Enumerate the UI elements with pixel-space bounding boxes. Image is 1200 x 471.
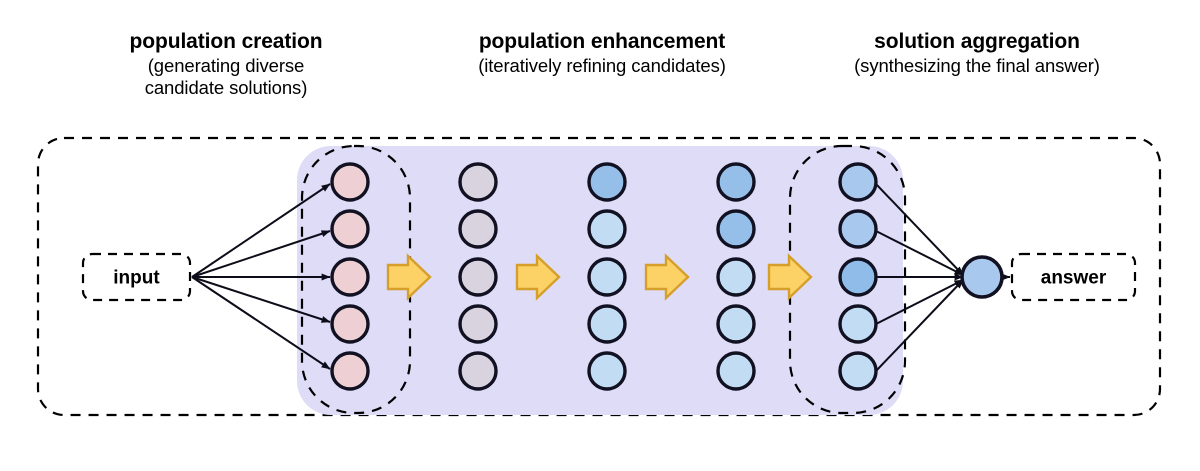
column-refine-2: [587, 162, 627, 391]
stage-subtitle-line2: candidate solutions): [144, 76, 308, 98]
candidate-node[interactable]: [330, 162, 370, 202]
edges-input-to-candidates: [191, 183, 331, 370]
stage-title: population enhancement: [478, 30, 726, 53]
finalist-node[interactable]: [838, 351, 878, 391]
refined-node[interactable]: [458, 304, 498, 344]
finalist-node[interactable]: [838, 304, 878, 344]
input-box-label: input: [113, 268, 160, 289]
aggregate-node[interactable]: [960, 255, 1004, 299]
answer-box-outline: [1010, 252, 1137, 302]
stage-heading-solution-aggregation: solution aggregation (synthesizing the f…: [807, 30, 1147, 77]
refined-node[interactable]: [587, 351, 627, 391]
flow-arrow-3-icon: [644, 253, 690, 301]
candidate-node[interactable]: [330, 209, 370, 249]
stage-subtitle-line1: (generating diverse: [147, 54, 305, 76]
stage-heading-population-enhancement: population enhancement (iteratively refi…: [412, 30, 792, 77]
answer-box-label: answer: [1041, 268, 1107, 289]
candidate-node[interactable]: [330, 304, 370, 344]
column-candidates: [330, 162, 370, 391]
stage-subtitle-line1: (iteratively refining candidates): [478, 54, 726, 76]
refined-node[interactable]: [716, 209, 756, 249]
input-box[interactable]: input: [81, 252, 192, 302]
edges-finalists-to-aggregate: [875, 183, 964, 372]
refined-node[interactable]: [458, 257, 498, 297]
flow-arrow-4-icon: [767, 253, 813, 301]
candidate-node[interactable]: [330, 257, 370, 297]
stage-heading-population-creation: population creation (generating diverse …: [66, 30, 386, 98]
finalist-node[interactable]: [838, 257, 878, 297]
finalist-node[interactable]: [838, 162, 878, 202]
candidate-node[interactable]: [330, 351, 370, 391]
refined-node[interactable]: [716, 351, 756, 391]
refined-node[interactable]: [458, 351, 498, 391]
flow-arrow-1-icon: [386, 253, 432, 301]
answer-box[interactable]: answer: [1010, 252, 1137, 302]
refined-node[interactable]: [716, 257, 756, 297]
stage-title: population creation: [129, 30, 323, 53]
column-refine-3: [716, 162, 756, 391]
column-refine-1: [458, 162, 498, 391]
refined-node[interactable]: [716, 162, 756, 202]
refined-node[interactable]: [458, 209, 498, 249]
refined-node[interactable]: [587, 209, 627, 249]
stage-title: solution aggregation: [874, 30, 1080, 53]
flow-arrow-2-icon: [515, 253, 561, 301]
refined-node[interactable]: [587, 304, 627, 344]
refined-node[interactable]: [458, 162, 498, 202]
flow-arrows: [386, 253, 813, 301]
refined-node[interactable]: [716, 304, 756, 344]
stage-subtitle-line1: (synthesizing the final answer): [854, 54, 1100, 76]
refined-node[interactable]: [587, 162, 627, 202]
refined-node[interactable]: [587, 257, 627, 297]
column-finalists: [838, 162, 878, 391]
finalist-node[interactable]: [838, 209, 878, 249]
input-box-outline: [81, 252, 192, 302]
